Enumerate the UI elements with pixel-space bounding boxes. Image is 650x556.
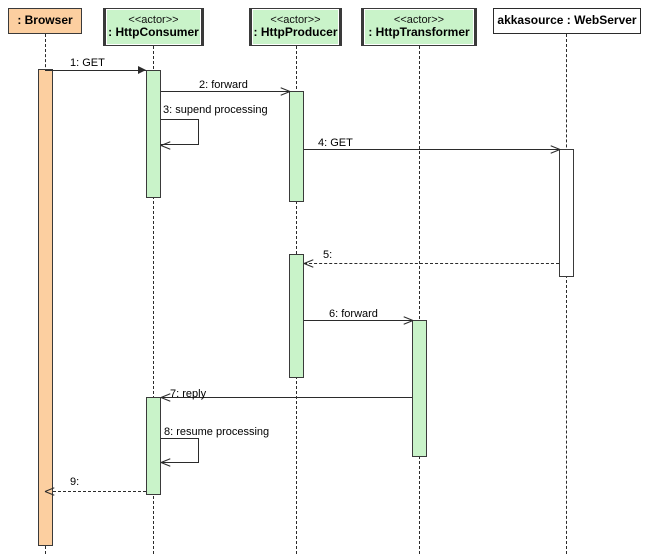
message-6-label: 6: forward <box>329 308 378 320</box>
message-9-arrow <box>45 487 54 496</box>
participant-httpconsumer-label: : HttpConsumer <box>108 25 199 40</box>
message-8-label: 8: resume processing <box>164 426 270 438</box>
participant-webserver[interactable]: akkasource : WebServer <box>493 8 641 34</box>
activation-httpproducer-1 <box>289 91 304 202</box>
message-2-arrow <box>281 87 290 96</box>
lifeline-httptransformer <box>419 46 420 554</box>
message-7-arrow <box>161 393 170 402</box>
message-3-label: 3: supend processing <box>163 104 268 116</box>
lifeline-webserver <box>566 34 567 554</box>
message-3-selfloop <box>161 119 199 145</box>
message-1-label: 1: GET <box>70 57 105 69</box>
message-9-line <box>53 491 146 492</box>
message-5-arrow <box>304 259 313 268</box>
participant-httpproducer-stereotype: <<actor>> <box>270 13 321 26</box>
participant-webserver-label: akkasource : WebServer <box>497 13 637 28</box>
message-3-arrow <box>161 141 170 150</box>
lifeline-httpconsumer <box>153 46 154 554</box>
message-1-arrow <box>138 66 146 74</box>
participant-httpproducer-label: : HttpProducer <box>253 25 338 40</box>
message-8-arrow <box>161 458 170 467</box>
participant-httpproducer[interactable]: <<actor>> : HttpProducer <box>251 8 340 46</box>
activation-browser <box>38 69 53 546</box>
activation-httpconsumer-2 <box>146 397 161 495</box>
message-4-label: 4: GET <box>318 137 353 149</box>
message-5-label: 5: <box>323 249 333 261</box>
message-2-line <box>161 91 289 92</box>
message-4-arrow <box>551 145 560 154</box>
message-7-line <box>161 397 412 398</box>
participant-httpconsumer[interactable]: <<actor>> : HttpConsumer <box>105 8 202 46</box>
participant-httpconsumer-stereotype: <<actor>> <box>128 13 179 26</box>
message-2-label: 2: forward <box>199 79 248 91</box>
message-8-selfloop <box>161 438 199 463</box>
activation-httptransformer <box>412 320 427 457</box>
message-6-line <box>304 320 412 321</box>
message-6-arrow <box>404 316 413 325</box>
participant-httptransformer-stereotype: <<actor>> <box>393 13 445 26</box>
message-4-line <box>304 149 559 150</box>
participant-httptransformer[interactable]: <<actor>> : HttpTransformer <box>363 8 475 46</box>
participant-browser[interactable]: : Browser <box>8 8 82 34</box>
participant-httptransformer-label: : HttpTransformer <box>368 25 470 40</box>
message-7-label: 7: reply <box>170 388 207 400</box>
message-1-line <box>45 70 146 71</box>
message-9-label: 9: <box>70 476 80 488</box>
activation-httpconsumer-1 <box>146 70 161 198</box>
participant-browser-label: : Browser <box>17 13 73 28</box>
message-5-line <box>304 263 559 264</box>
activation-webserver <box>559 149 574 277</box>
activation-httpproducer-2 <box>289 254 304 378</box>
